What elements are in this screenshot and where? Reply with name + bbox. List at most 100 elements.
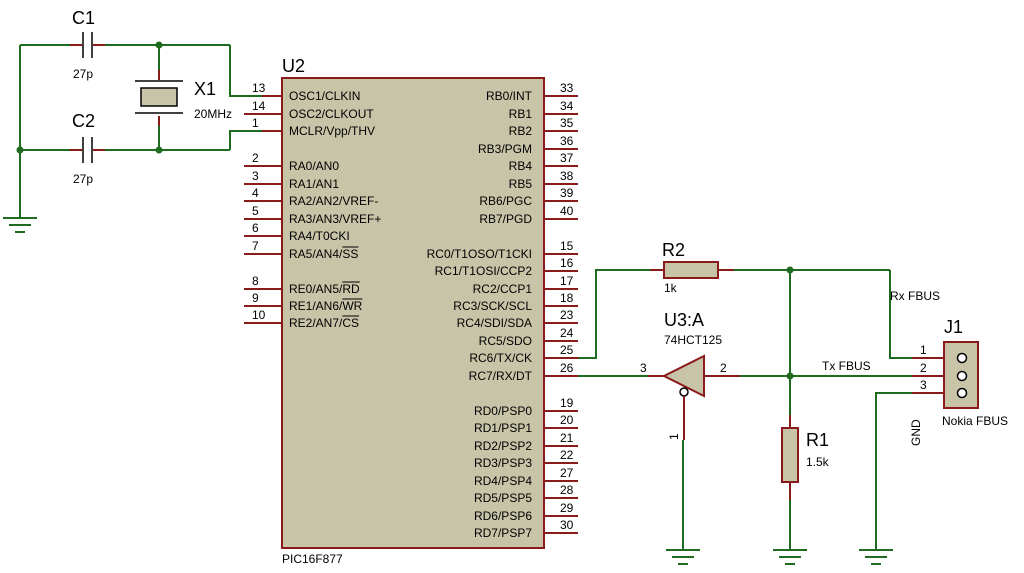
mcu-pin-number: 40 [560,204,574,218]
mcu-pin-number: 18 [560,291,574,305]
ground-symbol-r1 [773,549,807,565]
j1-ref: J1 [944,317,963,337]
mcu-pin-name: RD1/PSP1 [474,421,532,435]
r2-value: 1k [664,281,678,295]
mcu-pin-name: RB1 [509,107,533,121]
mcu-u2[interactable]: U2 PIC16F877 13OSC1/CLKIN14OSC2/CLKOUT1M… [244,56,578,566]
connector-j1[interactable]: J1 Nokia FBUS 1 2 3 [912,317,1008,428]
u3-ref: U3:A [664,310,704,330]
u3-part: 74HCT125 [664,333,722,347]
mcu-pin-name: RA5/AN4/SS [289,247,358,261]
ground-symbol-buffer [666,549,700,565]
mcu-pin-name: OSC1/CLKIN [289,89,360,103]
mcu-pin-number: 15 [560,239,574,253]
mcu-pin-name: RC6/TX/CK [469,351,532,365]
mcu-pin-number: 37 [560,151,574,165]
mcu-pin-number: 34 [560,99,574,113]
mcu-pin-name: RB4 [509,159,533,173]
mcu-pin-number: 23 [560,308,574,322]
mcu-pin-number: 2 [252,151,259,165]
mcu-pin-name: RC7/RX/DT [469,369,533,383]
net-label-gnd: GND [909,419,923,446]
mcu-pin-number: 6 [252,221,259,235]
mcu-pin-name: RB6/PGC [479,194,532,208]
j1-pin-2: 2 [920,361,927,375]
mcu-pin-number: 10 [252,308,266,322]
j1-pin-3: 3 [920,378,927,392]
capacitor-c2[interactable]: C2 27p [70,111,105,186]
mcu-pin-name: RD2/PSP2 [474,439,532,453]
j1-part: Nokia FBUS [942,414,1008,428]
tx-wires [578,269,912,550]
r1-ref: R1 [806,430,829,450]
c1-value: 27p [73,67,93,81]
junction-dot [786,266,794,274]
mcu-pin-number: 4 [252,186,259,200]
x1-ref: X1 [194,79,216,99]
net-label-tx: Tx FBUS [822,359,871,373]
x1-value: 20MHz [194,107,232,121]
buffer-u3a[interactable]: U3:A 74HCT125 3 2 1 [640,310,740,440]
mcu-pin-number: 39 [560,186,574,200]
mcu-pin-name: RD0/PSP0 [474,404,532,418]
mcu-pin-number: 14 [252,99,266,113]
j1-pin-1: 1 [920,343,927,357]
c2-value: 27p [73,172,93,186]
mcu-pin-number: 22 [560,448,574,462]
mcu-pin-name: RC4/SDI/SDA [457,316,532,330]
mcu-pin-number: 35 [560,116,574,130]
c2-ref: C2 [72,111,95,131]
crystal-x1[interactable]: X1 20MHz [135,70,232,126]
mcu-pin-name: RB2 [509,124,533,138]
u3-pin-in: 2 [720,361,727,375]
osc-wires [19,44,282,218]
junction-dot [786,372,794,380]
mcu-pin-number: 1 [252,116,259,130]
mcu-pin-number: 30 [560,518,574,532]
mcu-pin-name: RC5/SDO [479,334,532,348]
resistor-r1[interactable]: R1 1.5k [781,415,830,500]
resistor-r2[interactable]: R2 1k [650,240,734,295]
mcu-pin-number: 29 [560,501,574,515]
mcu-pin-number: 26 [560,361,574,375]
u2-part: PIC16F877 [282,552,343,566]
mcu-pin-number: 8 [252,274,259,288]
mcu-pin-name: RC0/T1OSO/T1CKI [427,247,532,261]
mcu-pin-name: RE2/AN7/CS [289,316,359,330]
mcu-pin-number: 5 [252,204,259,218]
mcu-pin-number: 20 [560,413,574,427]
mcu-pin-name: RA4/T0CKI [289,229,350,243]
mcu-pin-number: 33 [560,81,574,95]
mcu-pin-name: RD6/PSP6 [474,509,532,523]
mcu-pin-name: RB7/PGD [479,212,532,226]
mcu-pin-number: 24 [560,326,574,340]
mcu-pin-name: OSC2/CLKOUT [289,107,374,121]
mcu-pin-name: RD4/PSP4 [474,474,532,488]
capacitor-c1[interactable]: C1 27p [70,8,105,81]
mcu-pin-name: RC3/SCK/SCL [453,299,532,313]
